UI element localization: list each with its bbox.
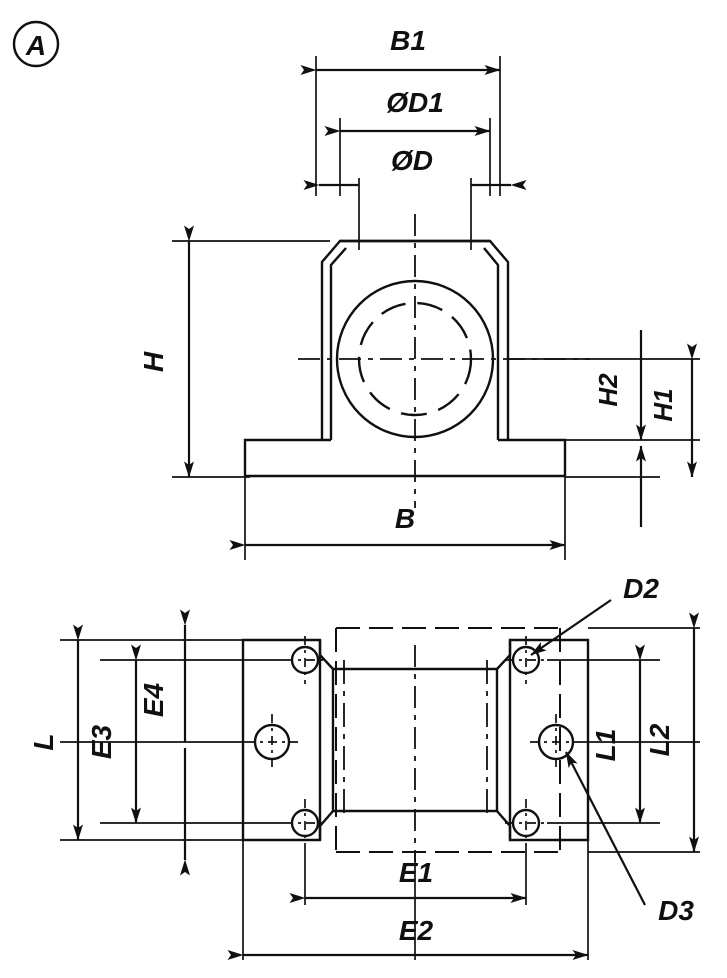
bottom-view-dimension-lines xyxy=(73,609,699,960)
dimension-label-E1: E1 xyxy=(399,857,433,888)
dimension-label-L2: L2 xyxy=(644,723,675,756)
leader-line-D3 xyxy=(565,751,646,906)
dimension-label-E2: E2 xyxy=(399,915,434,946)
bottom-view-outline xyxy=(241,638,590,842)
bottom-view-extension-lines xyxy=(60,625,700,960)
view-tag-label: A xyxy=(25,30,46,61)
front-view-centre-lines xyxy=(298,214,590,508)
dimension-label-D1: ØD1 xyxy=(386,87,444,118)
leader-lines xyxy=(530,599,646,906)
dimension-label-H: H xyxy=(138,351,169,372)
front-view-dimension-lines xyxy=(184,65,697,550)
callout-label-D3: D3 xyxy=(658,895,694,926)
front-view-extension-lines xyxy=(172,56,700,560)
dimension-label-E4: E4 xyxy=(138,682,169,717)
dimension-label-H2: H2 xyxy=(593,373,623,407)
dimension-label-B: B xyxy=(395,503,415,534)
front-view-wall-inner-lines xyxy=(329,247,500,440)
dimension-label-L1: L1 xyxy=(590,729,621,762)
bottom-view-bore-edge-lines xyxy=(343,660,488,820)
view-tag-circle xyxy=(12,20,60,68)
dimension-label-H1: H1 xyxy=(648,388,678,421)
leader-line-D2 xyxy=(530,599,612,656)
dimension-label-E3: E3 xyxy=(86,724,117,759)
bottom-view-body-right-chamfer xyxy=(495,654,511,827)
bottom-view-body-left-chamfer xyxy=(319,654,335,827)
front-view-base-plate xyxy=(243,438,567,478)
bottom-view-hole-crosshairs xyxy=(246,636,582,847)
dimension-label-L: L xyxy=(28,733,59,750)
bottom-view-hidden-lines xyxy=(335,627,561,853)
dimension-label-B1: B1 xyxy=(390,25,426,56)
dimension-label-D: ØD xyxy=(391,145,433,176)
callout-label-D2: D2 xyxy=(623,573,659,604)
